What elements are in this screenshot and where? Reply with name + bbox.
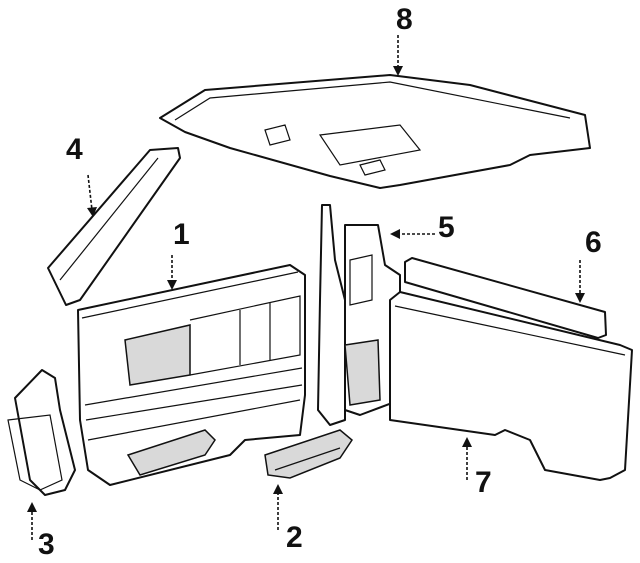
- callout-8: 8: [396, 3, 413, 36]
- leader-lines: [27, 35, 585, 540]
- callout-2: 2: [286, 521, 303, 554]
- upper-quarter-trim: [404, 257, 607, 339]
- kick-panel: [7, 369, 76, 496]
- windshield-pillar-trim: [47, 147, 181, 306]
- center-pillar-trim: [317, 204, 401, 426]
- armrest: [264, 429, 353, 479]
- headliner: [159, 74, 591, 189]
- callout-3: 3: [38, 528, 55, 561]
- callout-6: 6: [585, 226, 602, 259]
- door-trim-panel: [77, 264, 306, 486]
- callout-4: 4: [66, 133, 83, 166]
- callout-1: 1: [173, 218, 190, 251]
- callout-5: 5: [438, 211, 455, 244]
- quarter-trim-panel: [389, 291, 633, 481]
- callout-7: 7: [475, 466, 492, 499]
